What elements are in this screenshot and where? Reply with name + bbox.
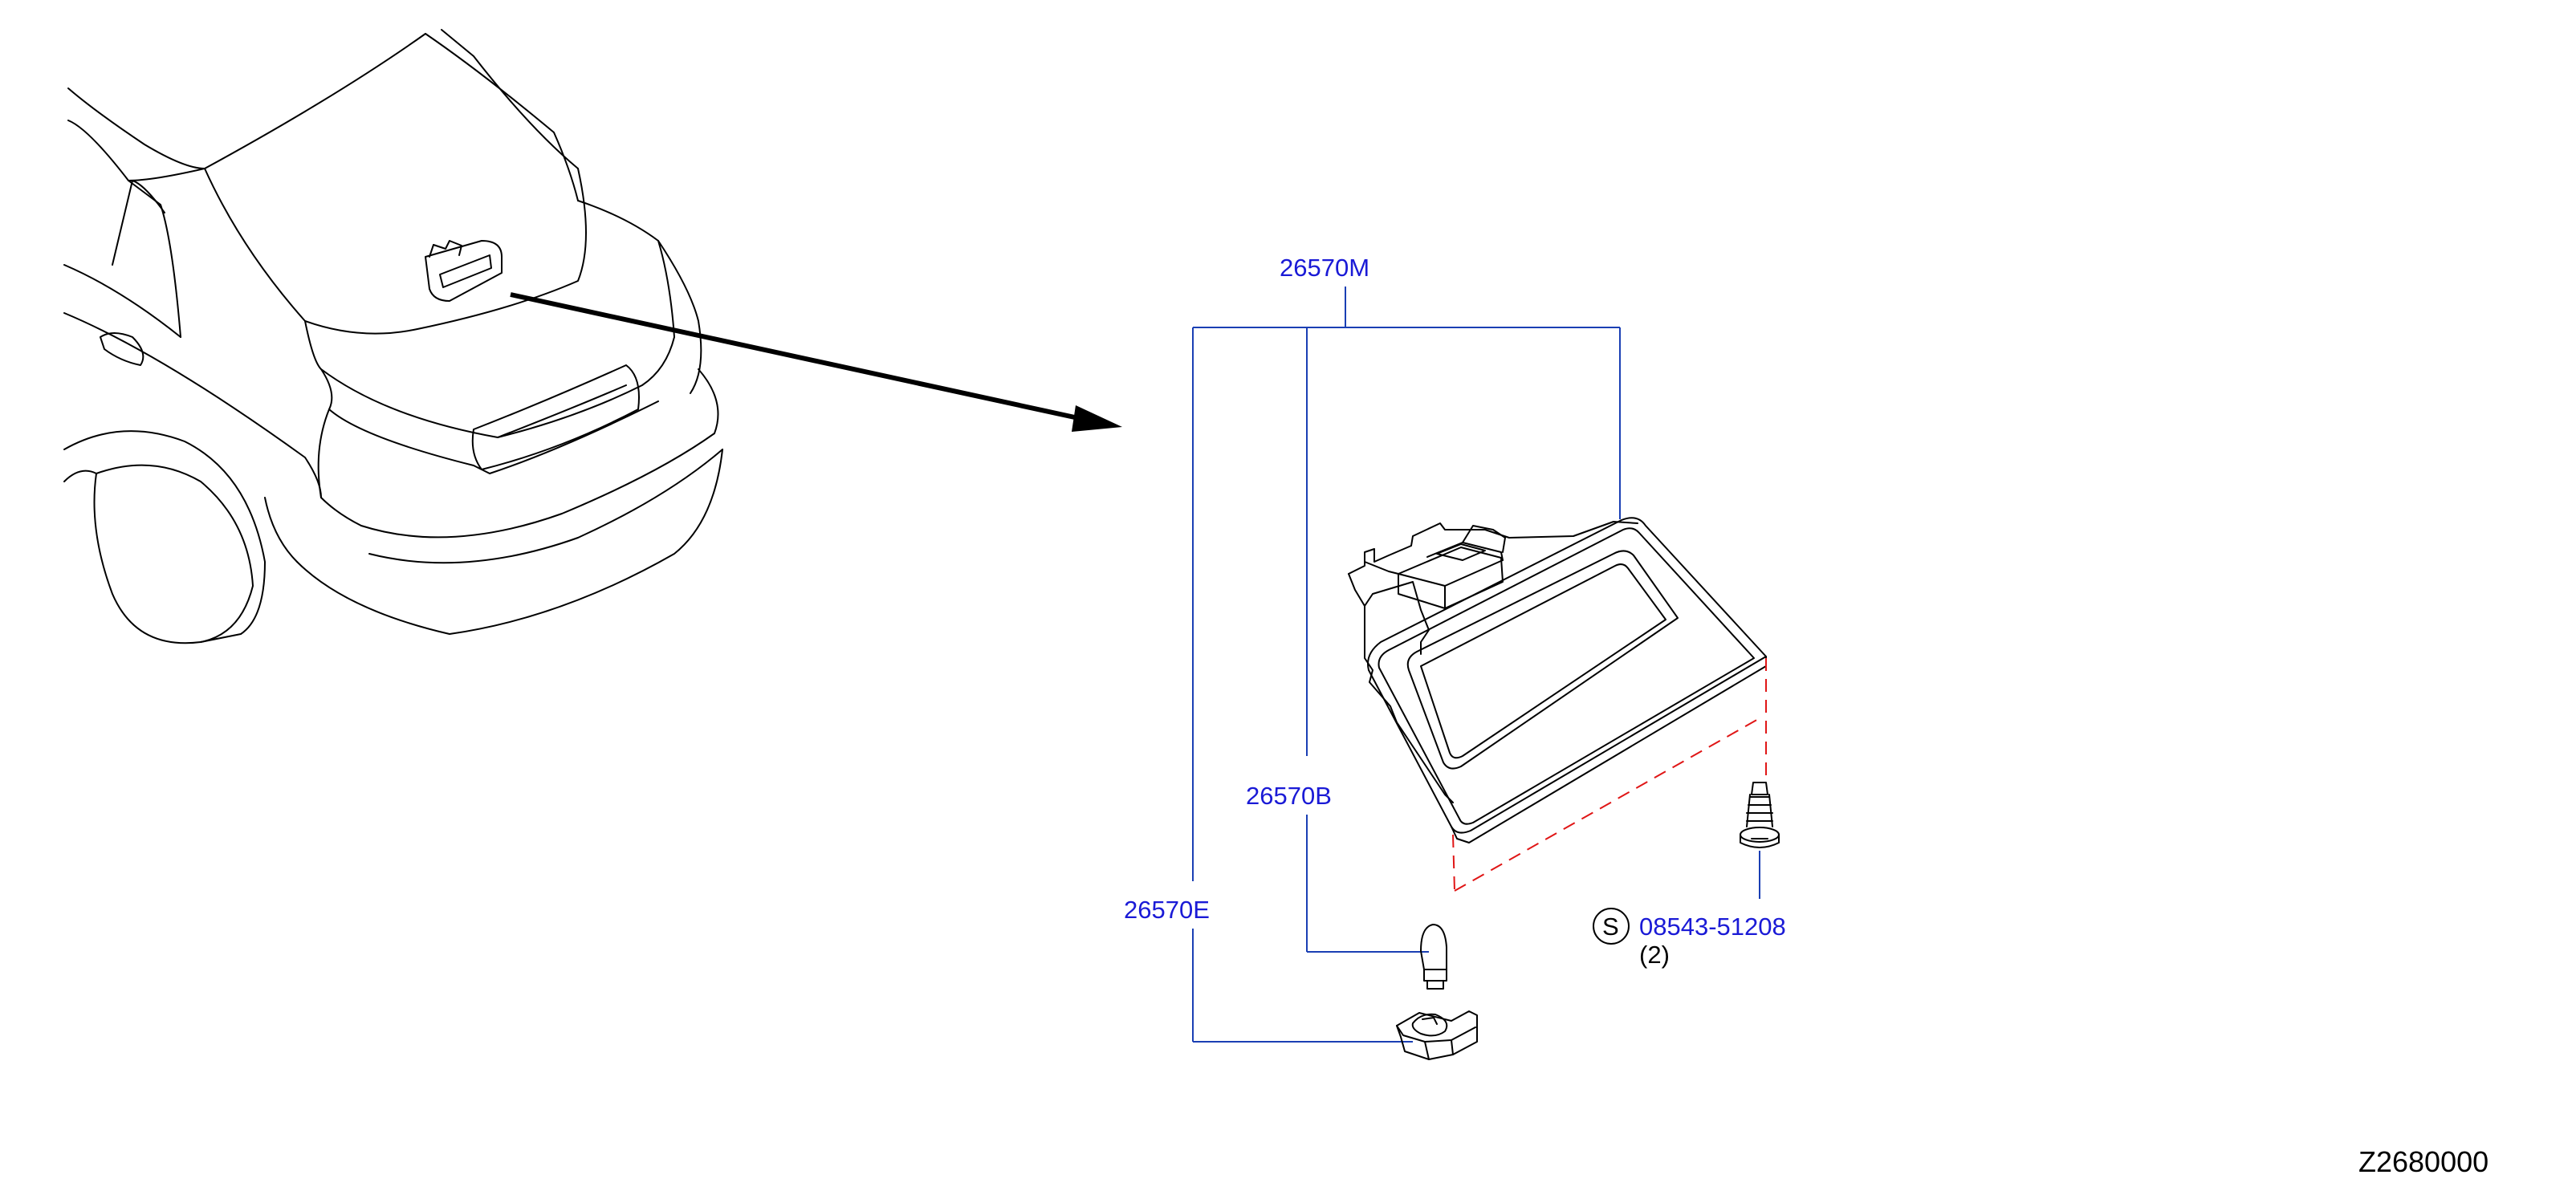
screw-part bbox=[1740, 782, 1780, 848]
leader-lines bbox=[1192, 287, 1760, 1043]
car-rear-illustration bbox=[63, 29, 723, 644]
standard-part-symbol bbox=[1593, 908, 1630, 945]
bulb-part bbox=[1420, 924, 1447, 990]
callout-quantity: (2) bbox=[1639, 941, 1670, 969]
high-mount-stop-lamp bbox=[1348, 517, 1767, 843]
callout-26570B: 26570B bbox=[1246, 782, 1332, 810]
socket-part bbox=[1396, 1010, 1478, 1060]
phantom-lines bbox=[1452, 658, 1767, 892]
callout-08543-51208: 08543-51208 bbox=[1639, 913, 1786, 941]
callout-26570E: 26570E bbox=[1124, 896, 1210, 924]
callout-26570M: 26570M bbox=[1280, 254, 1369, 282]
callout-labels: 26570M 26570B 26570E S 08543-51208 (2) Z… bbox=[1124, 254, 2489, 1178]
reference-code: Z2680000 bbox=[2358, 1145, 2489, 1178]
pointer-arrow bbox=[510, 292, 1122, 432]
standard-part-symbol-letter: S bbox=[1602, 913, 1619, 941]
